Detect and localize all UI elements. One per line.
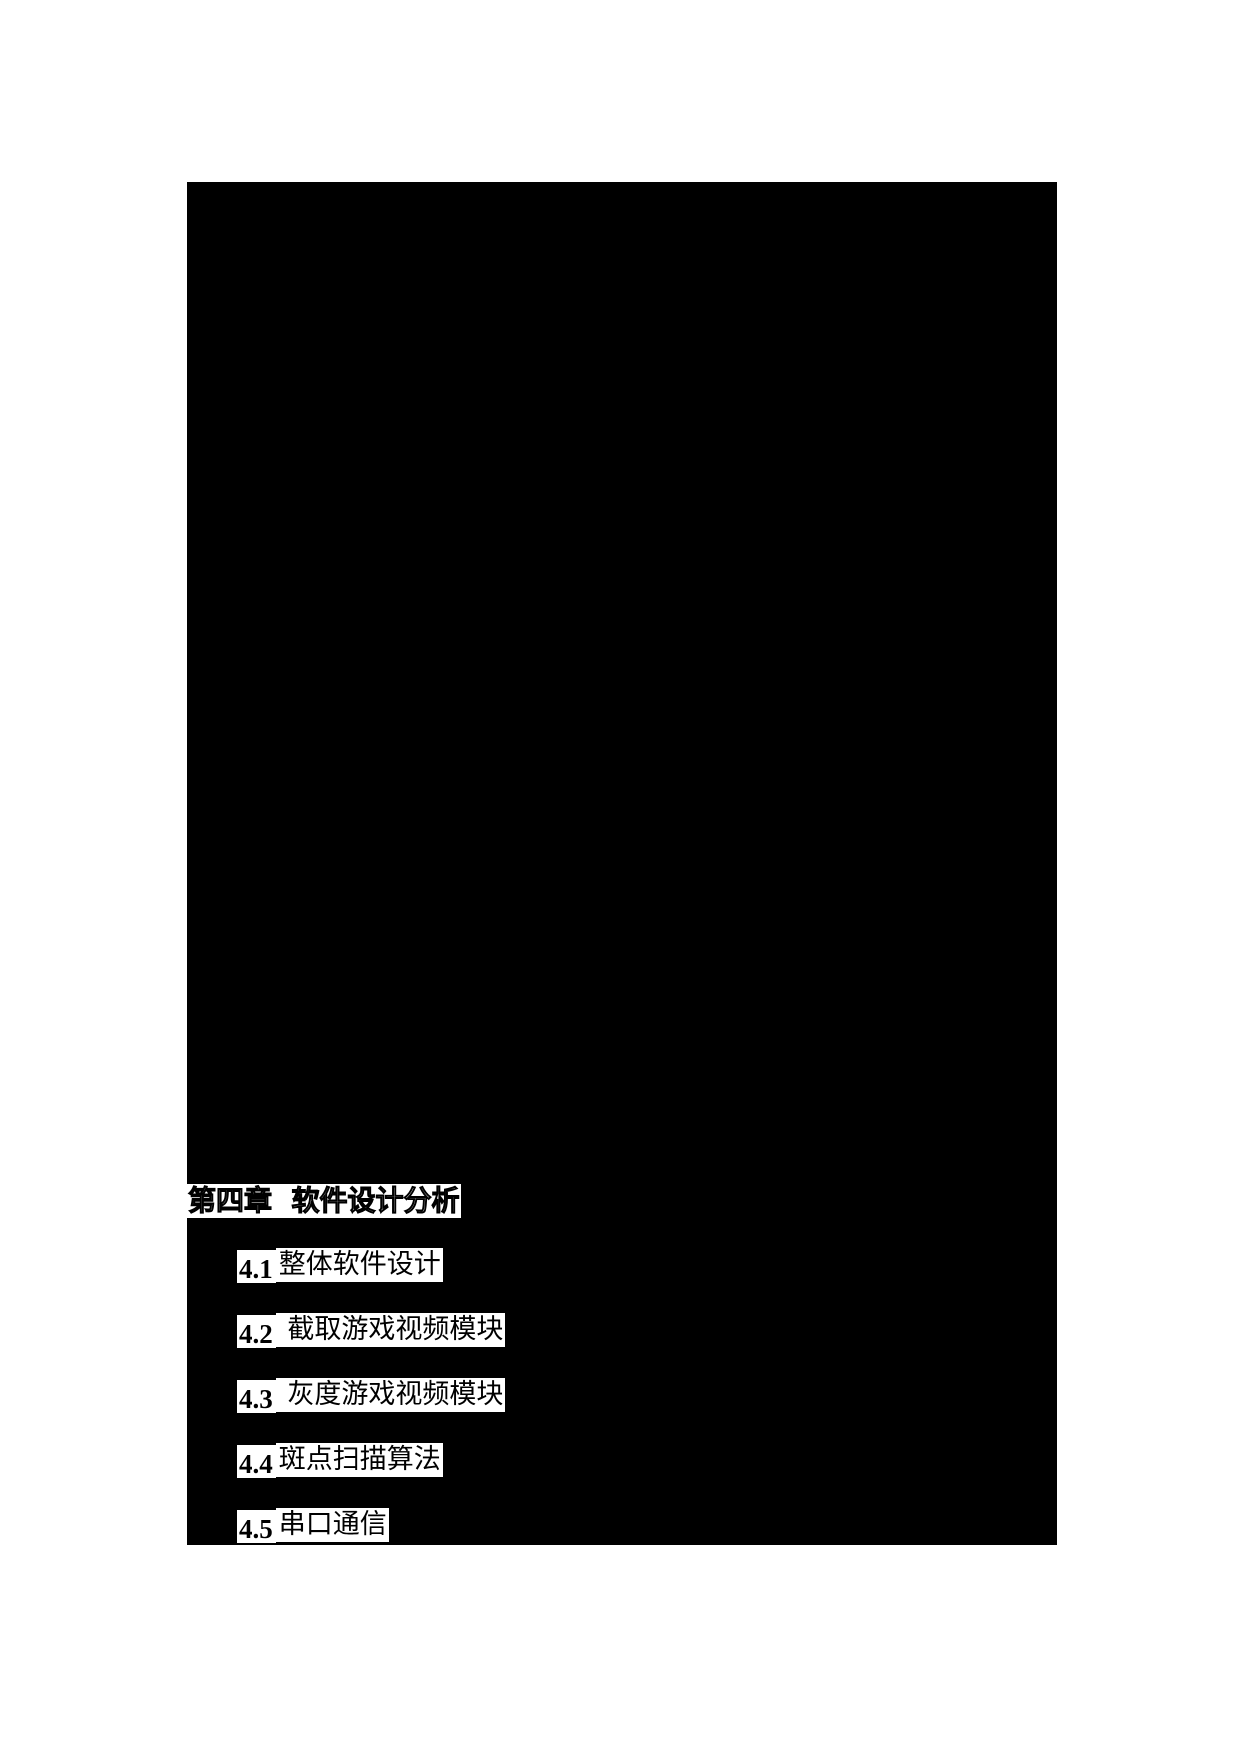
section-title: 串口通信	[275, 1508, 389, 1542]
section-title: 斑点扫描算法	[275, 1443, 443, 1477]
section-number: 4.5	[237, 1510, 276, 1544]
section-title: 整体软件设计	[275, 1248, 443, 1282]
toc-entry-4-3[interactable]: 4.3 灰度游戏视频模块	[237, 1378, 506, 1414]
section-number: 4.2	[237, 1315, 276, 1349]
toc-entry-4-1[interactable]: 4.1 整体软件设计	[237, 1248, 443, 1284]
toc-entry-4-4[interactable]: 4.4 斑点扫描算法	[237, 1443, 443, 1479]
toc-entry-4-2[interactable]: 4.2 截取游戏视频模块	[237, 1313, 506, 1349]
section-number: 4.1	[237, 1250, 276, 1284]
section-title: 灰度游戏视频模块	[275, 1378, 506, 1412]
chapter-heading-text: 第四章 软件设计分析	[188, 1184, 460, 1218]
section-title: 截取游戏视频模块	[275, 1313, 506, 1347]
toc-entry-4-5[interactable]: 4.5 串口通信	[237, 1508, 389, 1544]
chapter-heading: 第四章 软件设计分析	[187, 1184, 461, 1218]
section-number: 4.3	[237, 1380, 276, 1414]
section-number: 4.4	[237, 1445, 276, 1479]
